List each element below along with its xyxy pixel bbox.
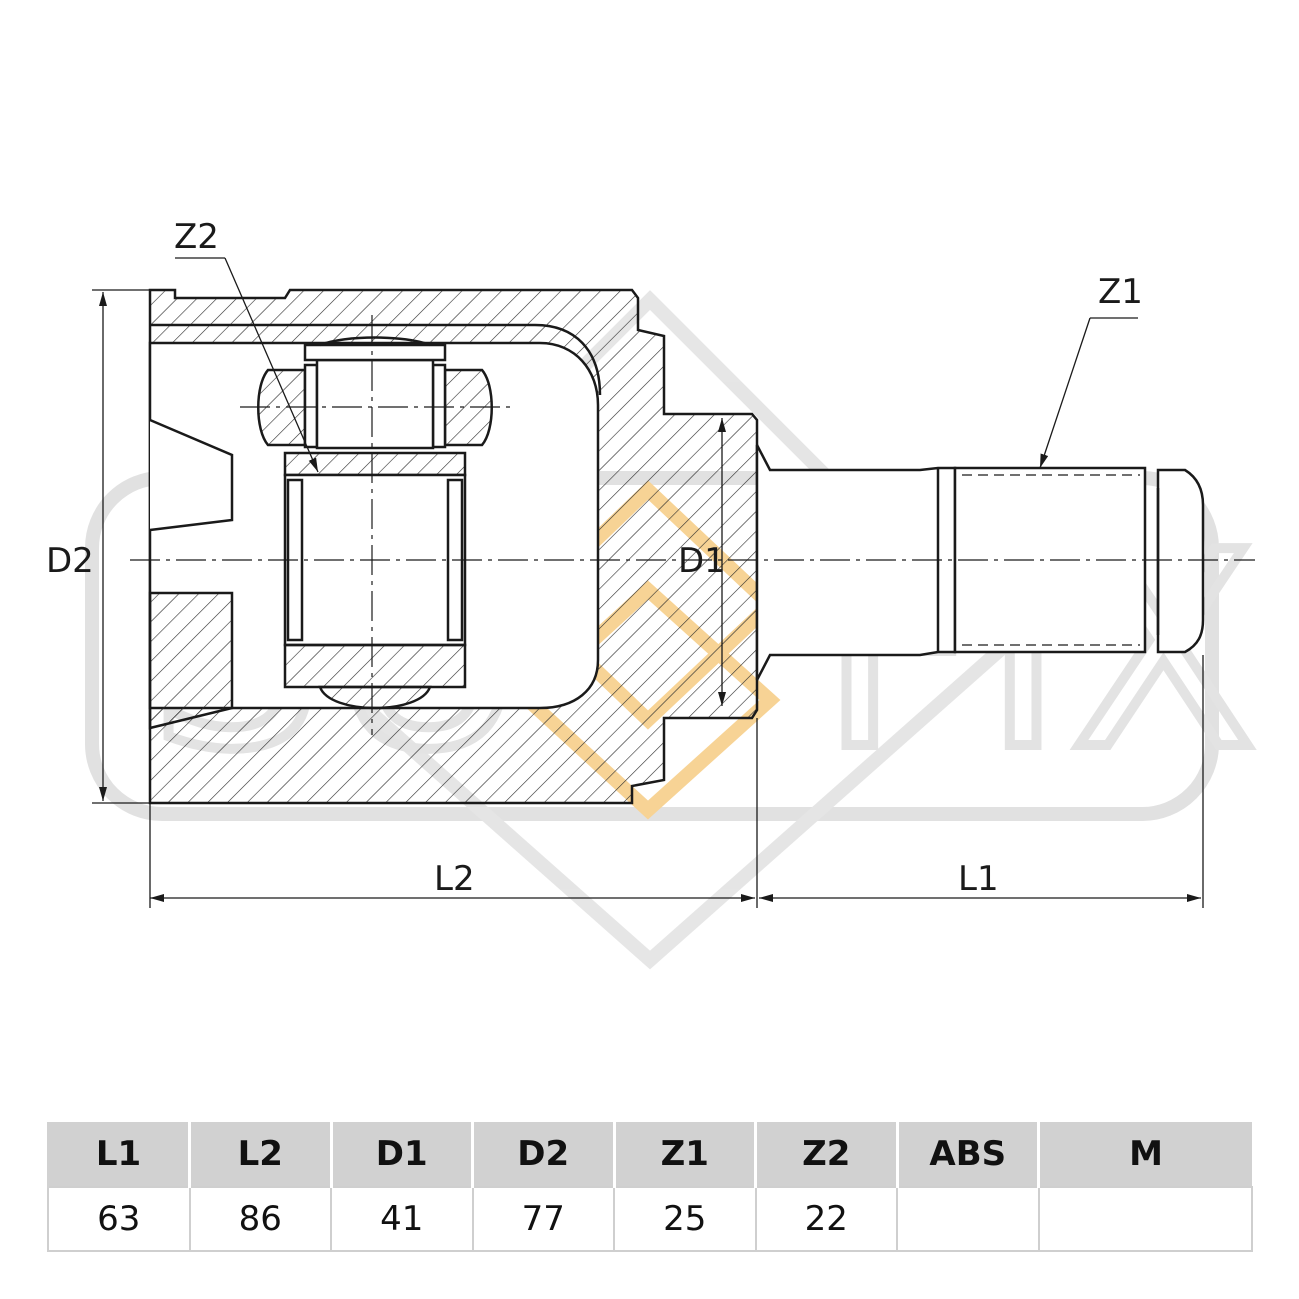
label-z2: Z2 xyxy=(174,217,219,257)
label-d1: D1 xyxy=(678,541,726,581)
label-l2: L2 xyxy=(434,859,475,899)
value-d2: 77 xyxy=(471,1186,615,1252)
stub-shaft xyxy=(755,444,1205,681)
label-z1: Z1 xyxy=(1098,272,1143,312)
value-m xyxy=(1037,1186,1253,1252)
value-d1: 41 xyxy=(330,1186,474,1252)
spec-table-header-row: L1 L2 D1 D2 Z1 Z2 ABS M xyxy=(47,1122,1252,1187)
header-z1: Z1 xyxy=(612,1122,756,1187)
cv-joint-drawing: SU FIX xyxy=(46,217,1261,970)
header-z2: Z2 xyxy=(754,1122,897,1187)
header-l2: L2 xyxy=(188,1122,331,1187)
header-d2: D2 xyxy=(471,1122,614,1187)
dimension-lines xyxy=(92,257,1204,908)
header-d1: D1 xyxy=(329,1122,473,1187)
value-l2: 86 xyxy=(188,1186,332,1252)
header-l1: L1 xyxy=(47,1122,190,1187)
label-d2: D2 xyxy=(46,541,94,581)
value-z2: 22 xyxy=(754,1186,898,1252)
spec-table: L1 L2 D1 D2 Z1 Z2 ABS M 63 86 41 77 25 2… xyxy=(47,1122,1253,1252)
value-l1: 63 xyxy=(47,1186,191,1252)
spec-table-value-row: 63 86 41 77 25 22 xyxy=(47,1186,1253,1252)
header-m: M xyxy=(1037,1122,1252,1187)
tripod-roller xyxy=(257,336,493,710)
header-abs: ABS xyxy=(895,1122,1039,1187)
value-z1: 25 xyxy=(613,1186,757,1252)
value-abs xyxy=(896,1186,1040,1252)
label-l1: L1 xyxy=(958,859,999,899)
